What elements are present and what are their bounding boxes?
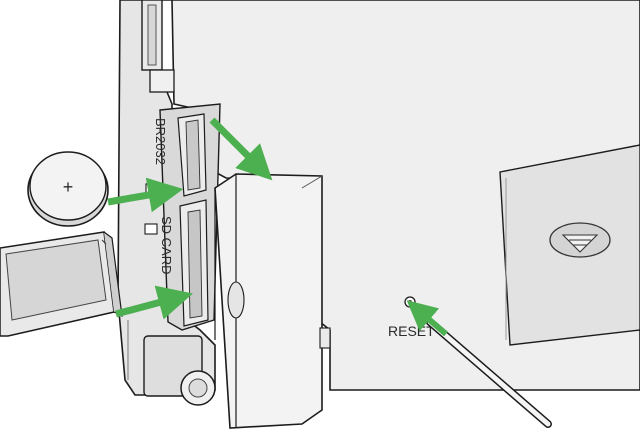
battery-insert-arrow xyxy=(107,177,184,213)
sd-card-icon xyxy=(0,231,123,337)
bottom-socket xyxy=(143,335,216,406)
reset-press-arrow xyxy=(406,300,448,337)
reset-button xyxy=(404,296,416,308)
instruction-arrows xyxy=(107,117,448,337)
card-insert-arrow xyxy=(115,285,193,320)
slot-indicator-bottom xyxy=(144,223,158,235)
battery-plus-mark: + xyxy=(63,177,74,197)
reset-pin-icon xyxy=(426,318,552,428)
device-body xyxy=(160,0,640,391)
coin-battery-icon: + xyxy=(27,151,109,227)
sd-card-slot-label: SD CARD xyxy=(159,216,174,275)
slot-cover xyxy=(214,173,331,429)
cover-removal-arrow xyxy=(209,117,273,181)
speaker-grille-icon xyxy=(549,222,611,258)
battery-slot-label: BR2032 xyxy=(153,118,168,165)
cover-clip xyxy=(227,281,245,319)
